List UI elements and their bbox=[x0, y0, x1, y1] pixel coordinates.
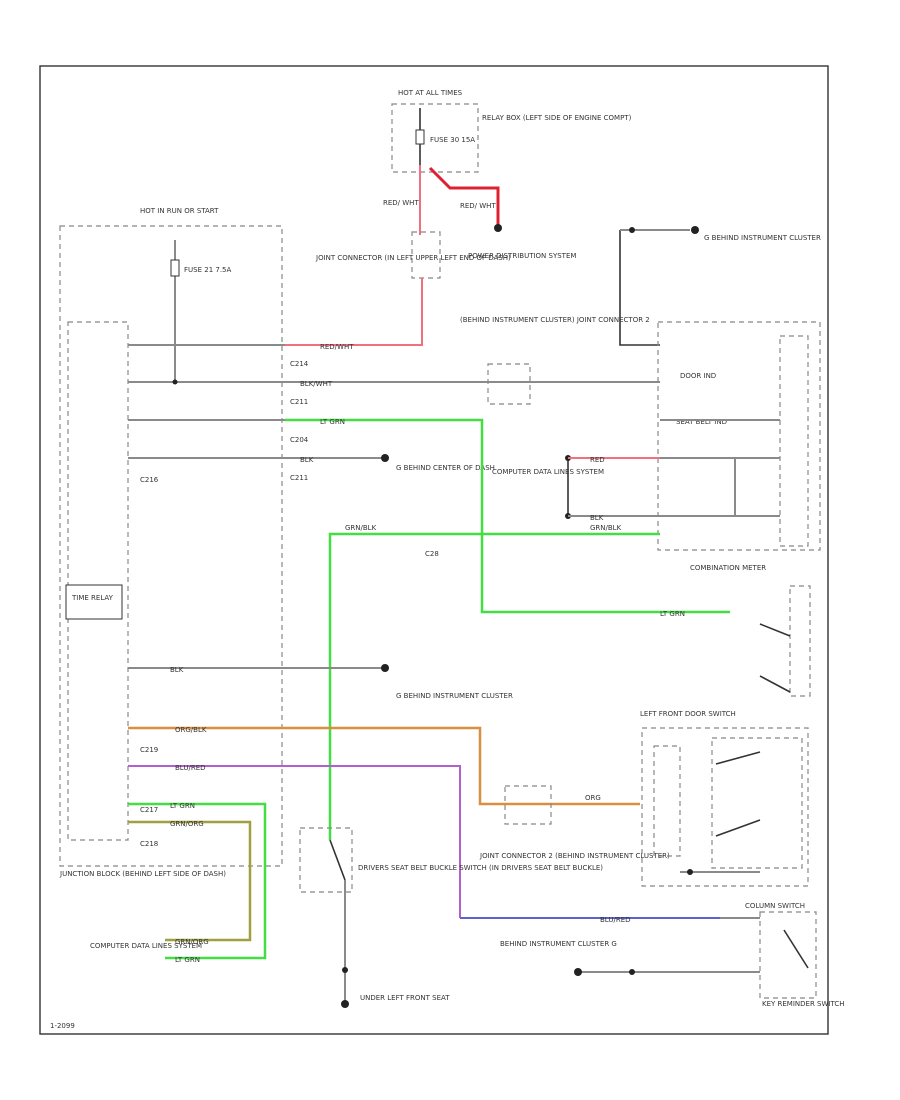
seat-belt-ind-label: SEAT BELT IND bbox=[676, 418, 727, 426]
relay-box-label: RELAY BOX (LEFT SIDE OF ENGINE COMPT) bbox=[482, 114, 632, 122]
door-switch-box bbox=[641, 727, 809, 887]
time-relay-box bbox=[67, 321, 129, 841]
drivers-buckle-label: DRIVERS SEAT BELT BUCKLE SWITCH (IN DRIV… bbox=[358, 864, 603, 872]
wire-blk-2: BLK bbox=[590, 514, 604, 522]
g-behind-cluster-mid-label: G BEHIND INSTRUMENT CLUSTER bbox=[396, 692, 513, 700]
red-wht-2-label: RED/ WHT bbox=[460, 202, 496, 210]
behind-cluster-g-label: BEHIND INSTRUMENT CLUSTER G bbox=[500, 940, 617, 948]
figure-id-label: 1-2099 bbox=[50, 1022, 75, 1030]
fuse-30-label: FUSE 30 15A bbox=[430, 136, 475, 144]
wire-grn-blk-1: GRN/BLK bbox=[345, 524, 377, 532]
c211-label: C211 bbox=[290, 398, 308, 406]
buckle-switch-box bbox=[299, 827, 353, 893]
red-wht-1-label: RED/ WHT bbox=[383, 199, 419, 207]
wire-grn-blk-2: GRN/BLK bbox=[590, 524, 622, 532]
time-relay-label: TIME RELAY bbox=[71, 594, 114, 602]
wire-lt-grn-1: LT GRN bbox=[320, 418, 345, 426]
joint-connector-2-label: JOINT CONNECTOR 2 (BEHIND INSTRUMENT CLU… bbox=[479, 852, 670, 860]
wire-red: RED bbox=[590, 456, 605, 464]
junction-block-label: JUNCTION BLOCK (BEHIND LEFT SIDE OF DASH… bbox=[59, 870, 226, 878]
column-switch-box bbox=[759, 911, 817, 999]
wire-org: ORG bbox=[585, 794, 601, 802]
relay-box bbox=[391, 103, 479, 173]
g-behind-cluster-top-label: G BEHIND INSTRUMENT CLUSTER bbox=[704, 234, 821, 242]
wire-grn-org: GRN/ORG bbox=[170, 820, 204, 828]
hot-in-run-label: HOT IN RUN OR START bbox=[140, 207, 219, 215]
behind-cluster-joint-label: (BEHIND INSTRUMENT CLUSTER) JOINT CONNEC… bbox=[460, 316, 650, 324]
wire-lt-grn-4: LT GRN bbox=[175, 956, 200, 964]
key-reminder-label: KEY REMINDER SWITCH bbox=[762, 1000, 845, 1008]
computer-data-lines-2-label: COMPUTER DATA LINES SYSTEM bbox=[90, 942, 202, 950]
c216-label: C216 bbox=[140, 476, 159, 484]
left-front-door-switch-label: LEFT FRONT DOOR SWITCH bbox=[640, 710, 736, 718]
c214-label: C214 bbox=[290, 360, 309, 368]
under-left-seat-label: UNDER LEFT FRONT SEAT bbox=[360, 994, 450, 1002]
c28-label: C28 bbox=[425, 550, 439, 558]
wire-blu-red-1: BLU/RED bbox=[175, 764, 206, 772]
column-switch-label: COLUMN SWITCH bbox=[745, 902, 805, 910]
power-dist-label: POWER DISTRIBUTION SYSTEM bbox=[468, 252, 576, 260]
wire-lt-grn-3: LT GRN bbox=[170, 802, 195, 810]
wire-lt-grn-2: LT GRN bbox=[660, 610, 685, 618]
wire-red-wht: RED/WHT bbox=[320, 343, 354, 351]
combination-meter-box bbox=[657, 321, 821, 551]
hot-at-all-times-label: HOT AT ALL TIMES bbox=[398, 89, 463, 97]
joint-connector-label: JOINT CONNECTOR (IN LEFT UPPER LEFT END … bbox=[315, 254, 511, 262]
wire-org-blk: ORG/BLK bbox=[175, 726, 207, 734]
diagram-frame bbox=[39, 65, 829, 1035]
c211b-label: C211 bbox=[290, 474, 308, 482]
wire-grn-org-2: GRN/ORG bbox=[175, 938, 209, 946]
fuse-21-label: FUSE 21 7.5A bbox=[184, 266, 232, 274]
computer-data-lines-label: COMPUTER DATA LINES SYSTEM bbox=[492, 468, 604, 476]
door-ind-label: DOOR IND bbox=[680, 372, 716, 380]
junction-block-box bbox=[59, 225, 283, 867]
wire-blk-1: BLK bbox=[300, 456, 314, 464]
wire-blk-3: BLK bbox=[170, 666, 184, 674]
wire-blu-red-2: BLU/RED bbox=[600, 916, 631, 924]
c217-label: C217 bbox=[140, 806, 158, 814]
combination-meter-label: COMBINATION METER bbox=[690, 564, 766, 572]
g-behind-center-dash-label: G BEHIND CENTER OF DASH bbox=[396, 464, 495, 472]
c204-label: C204 bbox=[290, 436, 309, 444]
c218-label: C218 bbox=[140, 840, 158, 848]
wire-blk-wht: BLK/WHT bbox=[300, 380, 333, 388]
c219-label: C219 bbox=[140, 746, 158, 754]
